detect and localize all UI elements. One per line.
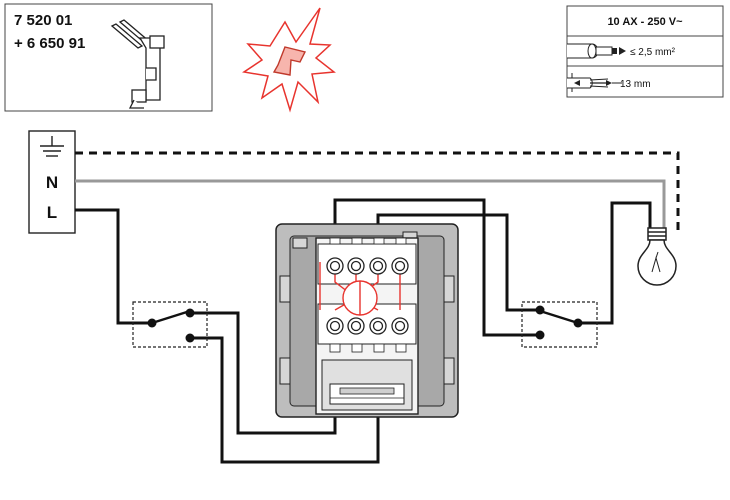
wire-section-icon — [567, 43, 626, 59]
neutral-wire — [75, 179, 666, 232]
two-way-switch-right — [521, 301, 598, 348]
line-wire — [75, 208, 152, 325]
line-label: L — [47, 203, 57, 222]
switched-line-wire — [578, 201, 652, 325]
switch-mechanism — [275, 223, 459, 418]
mounting-clip-icon — [110, 19, 165, 109]
rating-label: 10 AX - 250 V~ — [607, 16, 683, 28]
traveller-wire-right-1 — [333, 198, 540, 337]
spec-table: 10 AX - 250 V~ ≤ 2,5 mm² 13 mm — [566, 5, 724, 98]
wire-section-value: ≤ 2,5 mm² — [630, 47, 676, 58]
product-ref-secondary: + 6 650 91 — [14, 35, 85, 52]
product-reference-panel: 7 520 01 + 6 650 91 — [4, 3, 213, 112]
light-bulb-icon — [637, 227, 677, 286]
supply-terminal-box: N L — [28, 130, 76, 234]
strip-length-value: 13 mm — [620, 79, 651, 90]
two-way-switch-left — [132, 301, 208, 348]
earth-wire — [75, 151, 680, 230]
earth-ground-icon — [40, 136, 64, 157]
neutral-label: N — [46, 173, 58, 192]
terminal-screws-bottom — [326, 317, 409, 335]
burst-warning-icon — [242, 7, 336, 113]
terminal-screws-top — [326, 257, 409, 275]
strip-length-icon — [567, 73, 622, 92]
product-ref-primary: 7 520 01 — [14, 12, 72, 29]
